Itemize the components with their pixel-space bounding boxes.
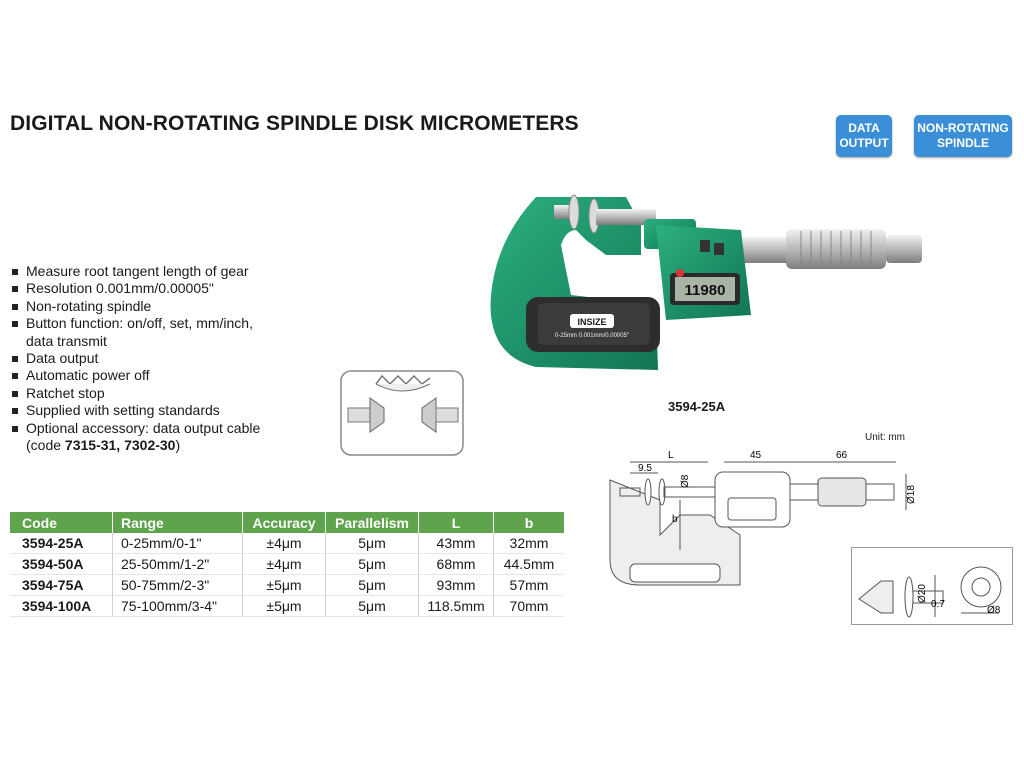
gear-contact-sketch [340,370,464,456]
cell: 118.5mm [418,595,494,617]
cell: 32mm [493,533,564,554]
col-L: L [418,512,494,533]
dim-9-5: 9.5 [638,463,652,474]
cell: 75-100mm/3-4" [112,595,243,617]
cell: 70mm [493,595,564,617]
feature-item: Data output [10,350,260,367]
feature-item: Non-rotating spindle [10,298,260,315]
col-code: Code [10,512,113,533]
col-range: Range [112,512,243,533]
feature-item: Resolution 0.001mm/0.00005" [10,280,260,297]
dim-d8: Ø8 [680,474,691,488]
cell: 25-50mm/1-2" [112,553,243,575]
cell: 3594-100A [10,595,113,617]
cell: 5μm [325,574,419,596]
disk-detail-drawing: Ø20 0.7 Ø8 [851,547,1013,625]
model-label: 3594-25A [668,399,726,414]
dim-d18: Ø18 [906,485,917,504]
detail-d8: Ø8 [987,605,1001,616]
cell: 3594-75A [10,574,113,596]
cell: 0-25mm/0-1" [112,533,243,554]
feature-item: Supplied with setting standards [10,402,260,419]
cell: 68mm [418,553,494,575]
dimension-drawing: L 9.5 Ø8 b 45 66 Ø18 [609,450,917,586]
cell: 5μm [325,553,419,575]
cell: 3594-50A [10,553,113,575]
specification-table: Code Range Accuracy Parallelism L b 3594… [10,512,564,617]
feature-item: Ratchet stop [10,385,260,402]
cell: 5μm [325,595,419,617]
plate-text: 0-25mm 0.001mm/0.00005" [555,333,629,339]
feature-list: Measure root tangent length of gear Reso… [10,263,260,454]
cell: 57mm [493,574,564,596]
brand-logo: INSIZE [577,317,606,327]
dim-66: 66 [836,450,848,461]
cell: 50-75mm/2-3" [112,574,243,596]
cell: 43mm [418,533,494,554]
cell: ±5μm [242,574,326,596]
cell: 3594-25A [10,533,113,554]
cell: ±4μm [242,533,326,554]
cell: ±5μm [242,595,326,617]
feature-item: Automatic power off [10,367,260,384]
data-output-badge: DATA OUTPUT [836,115,892,157]
detail-0-7: 0.7 [931,599,945,610]
feature-item-continued: (code 7315-31, 7302-30) [26,437,181,454]
col-accuracy: Accuracy [242,512,326,533]
micrometer-photo: 11980 INSIZE 0-25mm 0.001mm/0.00005" [490,194,922,370]
page-title: DIGITAL NON-ROTATING SPINDLE DISK MICROM… [10,112,579,135]
accessory-codes: 7315-31, 7302-30 [64,437,176,454]
unit-label: Unit: mm [865,432,905,443]
table-header-row: Code Range Accuracy Parallelism L b [10,512,564,533]
cell: ±4μm [242,553,326,575]
non-rotating-spindle-badge: NON-ROTATING SPINDLE [914,115,1012,157]
cell: 93mm [418,574,494,596]
cell: 5μm [325,533,419,554]
dim-b: b [672,514,678,525]
col-parallelism: Parallelism [325,512,419,533]
col-b: b [493,512,564,533]
feature-item: Optional accessory: data output cable [10,420,260,437]
feature-item: Measure root tangent length of gear [10,263,260,280]
dim-L: L [668,450,674,461]
cell: 44.5mm [493,553,564,575]
lcd-display-value: 11980 [685,282,726,299]
feature-item: Button function: on/off, set, mm/inch, [10,315,260,332]
detail-d20: Ø20 [917,584,928,603]
feature-item-continued: data transmit [26,332,107,349]
dim-45: 45 [750,450,762,461]
